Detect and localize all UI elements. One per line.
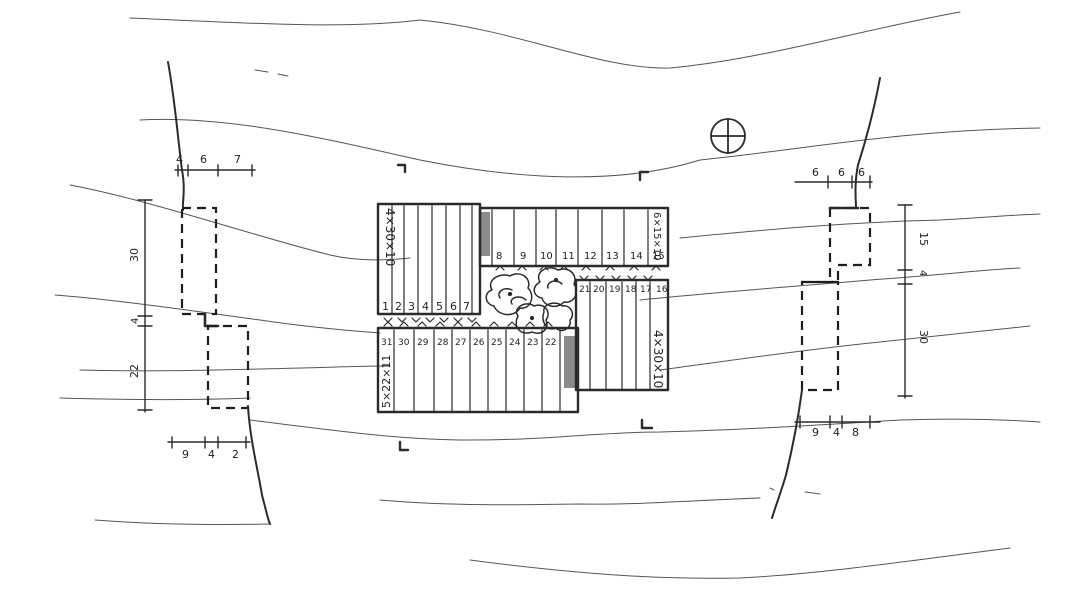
right-dim-top-2: 6 — [838, 166, 845, 179]
unit-number: 15 — [652, 251, 665, 262]
right-dim-bottom-1: 9 — [812, 426, 819, 439]
unit-number: 14 — [630, 251, 643, 262]
contour-lines — [54, 11, 1041, 579]
left-dim-vertical-2: 4 — [130, 318, 141, 324]
tree-icon — [485, 267, 578, 334]
unit-number: 4 — [422, 300, 429, 313]
right-dim-vertical-3: 30 — [917, 330, 930, 344]
unit-number: 5 — [436, 300, 443, 313]
right-dim-bottom-2: 4 — [833, 426, 840, 439]
unit-number: 30 — [398, 338, 410, 348]
left-dim-top-2: 6 — [200, 153, 207, 166]
right-section: 6 6 6 9 4 8 15 4 30 — [771, 77, 930, 519]
north-arrow-icon — [710, 118, 746, 154]
unit-number: 1 — [382, 300, 389, 313]
left-dim-bottom-1: 9 — [182, 448, 189, 461]
left-dim-bottom-3: 2 — [232, 448, 239, 461]
unit-number: 26 — [473, 338, 485, 348]
unit-number: 18 — [625, 285, 637, 295]
left-dim-vertical-1: 30 — [128, 248, 141, 262]
housing-plan: 4×30×10 6×15×10 4×30×10 5×22×11 1 2 3 4 … — [376, 202, 670, 414]
entry-arrows — [383, 265, 661, 327]
block-north-label: 6×15×10 — [651, 212, 662, 261]
left-dim-bottom-2: 4 — [208, 448, 215, 461]
unit-number: 23 — [527, 338, 538, 348]
left-dim-top-3: 7 — [234, 153, 241, 166]
right-dim-top-3: 6 — [858, 166, 865, 179]
unit-number: 2 — [395, 300, 402, 313]
unit-number: 29 — [417, 338, 429, 348]
block-south-label: 5×22×11 — [380, 355, 393, 408]
unit-number: 20 — [593, 285, 605, 295]
unit-number: 28 — [437, 338, 449, 348]
unit-number: 27 — [455, 338, 466, 348]
unit-number: 22 — [545, 338, 556, 348]
section-markers — [396, 163, 654, 452]
unit-number: 19 — [609, 285, 621, 295]
unit-number: 12 — [584, 251, 597, 262]
unit-number: 10 — [540, 251, 553, 262]
right-dim-vertical-2: 4 — [917, 270, 928, 276]
unit-number: 16 — [656, 285, 668, 295]
unit-number: 25 — [491, 338, 502, 348]
left-section: 4 6 7 9 4 2 30 4 22 — [128, 61, 271, 525]
block-east-label: 4×30×10 — [651, 330, 665, 388]
block-west-label: 4×30×10 — [383, 208, 397, 266]
unit-number: 3 — [408, 300, 415, 313]
right-dim-vertical-1: 15 — [917, 232, 930, 246]
unit-number: 21 — [579, 285, 590, 295]
unit-number: 6 — [450, 300, 457, 313]
left-dim-top-1: 4 — [176, 153, 183, 166]
unit-number: 9 — [520, 251, 526, 262]
left-dim-vertical-3: 22 — [128, 364, 141, 378]
unit-number: 17 — [640, 285, 651, 295]
unit-number: 11 — [562, 251, 575, 262]
unit-number: 7 — [463, 300, 470, 313]
unit-number: 13 — [606, 251, 619, 262]
unit-number: 24 — [509, 338, 521, 348]
right-dim-top-1: 6 — [812, 166, 819, 179]
unit-number: 8 — [496, 251, 502, 262]
right-dim-bottom-3: 8 — [852, 426, 859, 439]
unit-number: 31 — [381, 338, 392, 348]
